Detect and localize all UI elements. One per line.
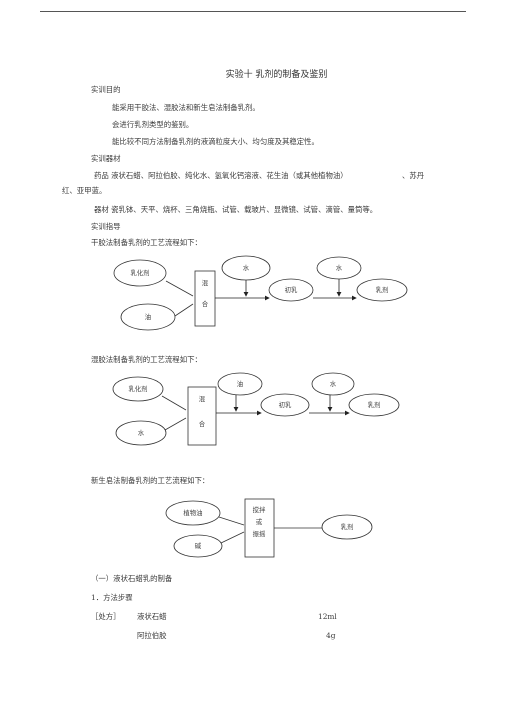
wet-add1-node xyxy=(217,372,263,396)
dry-primary-label: 初乳 xyxy=(285,285,298,294)
soap-final-label: 乳剂 xyxy=(341,522,354,531)
wet-mix-box xyxy=(187,386,217,446)
dry-add2-label: 水 xyxy=(336,263,343,272)
wet-add2-node xyxy=(311,372,355,396)
dry-final-node xyxy=(356,278,408,302)
soap-oil-node xyxy=(165,500,221,526)
purpose-item-1: 能采用干胶法、湿胶法和新生皂法制备乳剂。 xyxy=(112,103,260,112)
soap-process-label-2: 或 xyxy=(256,517,263,526)
soap-oil-label: 植物油 xyxy=(183,508,202,517)
drugs-line-1: 药品 液状石蜡、阿拉伯胶、纯化水、氢氧化钙溶液、花生油（或其他植物油） xyxy=(94,171,348,180)
dry-mix-label-2: 合 xyxy=(202,299,209,308)
dry-primary-node xyxy=(268,278,314,302)
wet-link-emulsifier xyxy=(161,395,187,411)
wet-link-water xyxy=(164,417,187,431)
soap-alkali-label: 碱 xyxy=(195,542,202,550)
top-rule xyxy=(40,11,466,12)
wet-water-node xyxy=(115,420,167,446)
page-title: 实验十 乳剂的制备及鉴别 xyxy=(225,70,328,80)
guide-heading: 实训指导 xyxy=(91,222,121,231)
flow-wet-diagram: 乳化剂 水 混 合 油 初乳 水 乳剂 xyxy=(112,372,400,446)
soap-link-oil xyxy=(218,516,245,526)
dry-emulsifier-label: 乳化剂 xyxy=(130,268,149,277)
dry-link-emulsifier xyxy=(165,280,194,297)
flow-dry-diagram: 乳化剂 油 混 合 水 初乳 水 乳剂 xyxy=(113,255,408,331)
wet-final-label: 乳剂 xyxy=(368,400,381,409)
wet-add1-label: 油 xyxy=(237,379,243,388)
recipe-item-name: 阿拉伯胶 xyxy=(137,631,167,640)
wet-mix-label-1: 混 xyxy=(199,394,206,403)
recipe-item-amount: 12ml xyxy=(318,612,337,621)
part1-heading: （一）液状石蜡乳的制备 xyxy=(91,574,173,583)
recipe-label: ［处方］ xyxy=(91,612,121,621)
wet-water-label: 水 xyxy=(138,428,145,437)
dry-oil-node xyxy=(120,303,176,331)
equipment-heading: 实训器材 xyxy=(91,154,121,163)
equipment-line: 器材 瓷乳钵、天平、烧杯、三角烧瓶、试管、载玻片、显微镜、试管、滴管、量筒等。 xyxy=(94,205,378,214)
dry-link-oil xyxy=(174,303,194,317)
flow-dry-caption: 干胶法制备乳剂的工艺流程如下： xyxy=(91,238,202,247)
wet-emulsifier-node xyxy=(112,376,164,402)
flow-soap-diagram: 植物油 碱 搅拌 或 振摇 乳剂 xyxy=(165,498,373,558)
soap-process-label-1: 搅拌 xyxy=(253,505,266,514)
dry-oil-label: 油 xyxy=(145,312,151,321)
dry-mix-label-1: 混 xyxy=(202,278,209,287)
wet-mix-label-2: 合 xyxy=(199,419,206,428)
drugs-line-2: 红、亚甲蓝。 xyxy=(62,186,107,195)
wet-add2-label: 水 xyxy=(330,379,337,388)
dry-mix-box xyxy=(194,270,216,327)
purpose-item-2: 会进行乳剂类型的鉴别。 xyxy=(112,120,194,129)
wet-primary-node xyxy=(260,393,310,417)
wet-final-node xyxy=(348,393,400,417)
purpose-heading: 实训目的 xyxy=(91,85,121,94)
soap-final-node xyxy=(321,514,373,540)
part1-step: 1．方法步骤 xyxy=(91,593,133,602)
flow-soap-caption: 新生皂法制备乳剂的工艺流程如下： xyxy=(91,476,210,485)
recipe-item-name: 液状石蜡 xyxy=(137,612,167,621)
dry-final-label: 乳剂 xyxy=(376,285,389,294)
flow-wet-caption: 湿胶法制备乳剂的工艺流程如下： xyxy=(91,355,202,364)
drugs-line-1-tail: 、苏丹 xyxy=(402,171,425,180)
recipe-item-amount: 4g xyxy=(326,631,336,640)
soap-link-alkali xyxy=(220,531,245,544)
dry-emulsifier-node xyxy=(113,259,167,287)
purpose-item-3: 能比较不同方法制备乳剂的液滴粒度大小、均匀度及其稳定性。 xyxy=(112,137,319,146)
wet-emulsifier-label: 乳化剂 xyxy=(128,384,147,393)
wet-primary-label: 初乳 xyxy=(279,400,292,409)
dry-add1-label: 水 xyxy=(243,263,250,272)
soap-alkali-node xyxy=(173,534,223,558)
soap-process-label-3: 振摇 xyxy=(253,529,266,538)
